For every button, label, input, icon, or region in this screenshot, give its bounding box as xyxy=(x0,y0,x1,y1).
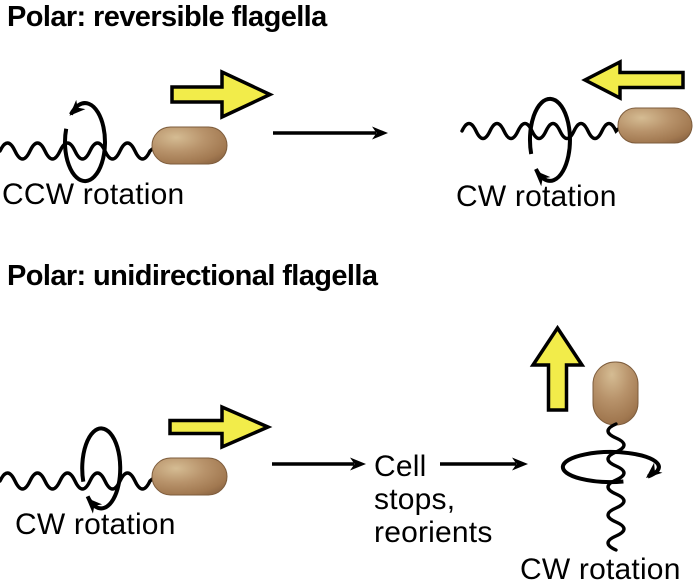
rotation-loop-cw xyxy=(80,426,123,511)
bacterial-cell-body xyxy=(592,361,639,426)
flagellum-wave xyxy=(460,121,624,141)
rotation-loop-cw xyxy=(527,96,572,183)
cell-stops-line-3: reorients xyxy=(374,516,493,549)
rotation-label-ccw: CCW rotation xyxy=(2,178,185,211)
rotation-loop-topview-cw xyxy=(560,450,661,485)
motion-arrow-right-icon xyxy=(168,404,273,450)
transition-arrow-1 xyxy=(273,126,388,140)
bacterial-cell-body xyxy=(617,107,693,144)
flagellum-wave-vertical xyxy=(606,422,626,552)
cell-swimming-cw-2 xyxy=(0,404,273,514)
motion-arrow-right-icon xyxy=(170,69,275,120)
panel-heading-reversible: Polar: reversible flagella xyxy=(7,1,327,33)
panel-reversible-art xyxy=(0,59,693,187)
bacterial-cell-body xyxy=(151,457,228,496)
cell-swimming-cw xyxy=(460,59,693,187)
cell-swimming-ccw xyxy=(0,69,275,184)
motion-arrow-up-icon xyxy=(529,324,586,412)
cell-stops-line-2: stops, xyxy=(374,483,456,516)
panel-unidirectional-art xyxy=(0,324,663,552)
cell-reorienting-cw xyxy=(529,324,663,552)
motion-arrow-left-icon xyxy=(581,59,685,101)
rotation-label-cw-bottom-left: CW rotation xyxy=(15,508,176,541)
cell-stops-text: Cell stops, reorients xyxy=(374,450,493,549)
flagellum-wave xyxy=(0,471,164,491)
bacterial-cell-body xyxy=(151,126,228,165)
transition-arrow-2b xyxy=(440,457,528,471)
rotation-label-cw-bottom-right: CW rotation xyxy=(520,553,681,586)
rotation-label-cw-top: CW rotation xyxy=(456,180,617,213)
panel-heading-unidirectional: Polar: unidirectional flagella xyxy=(7,260,378,292)
cell-stops-line-1: Cell xyxy=(374,450,427,483)
flagellum-wave xyxy=(0,141,164,161)
rotation-loop-ccw xyxy=(63,101,107,184)
transition-arrow-2a xyxy=(272,457,366,471)
